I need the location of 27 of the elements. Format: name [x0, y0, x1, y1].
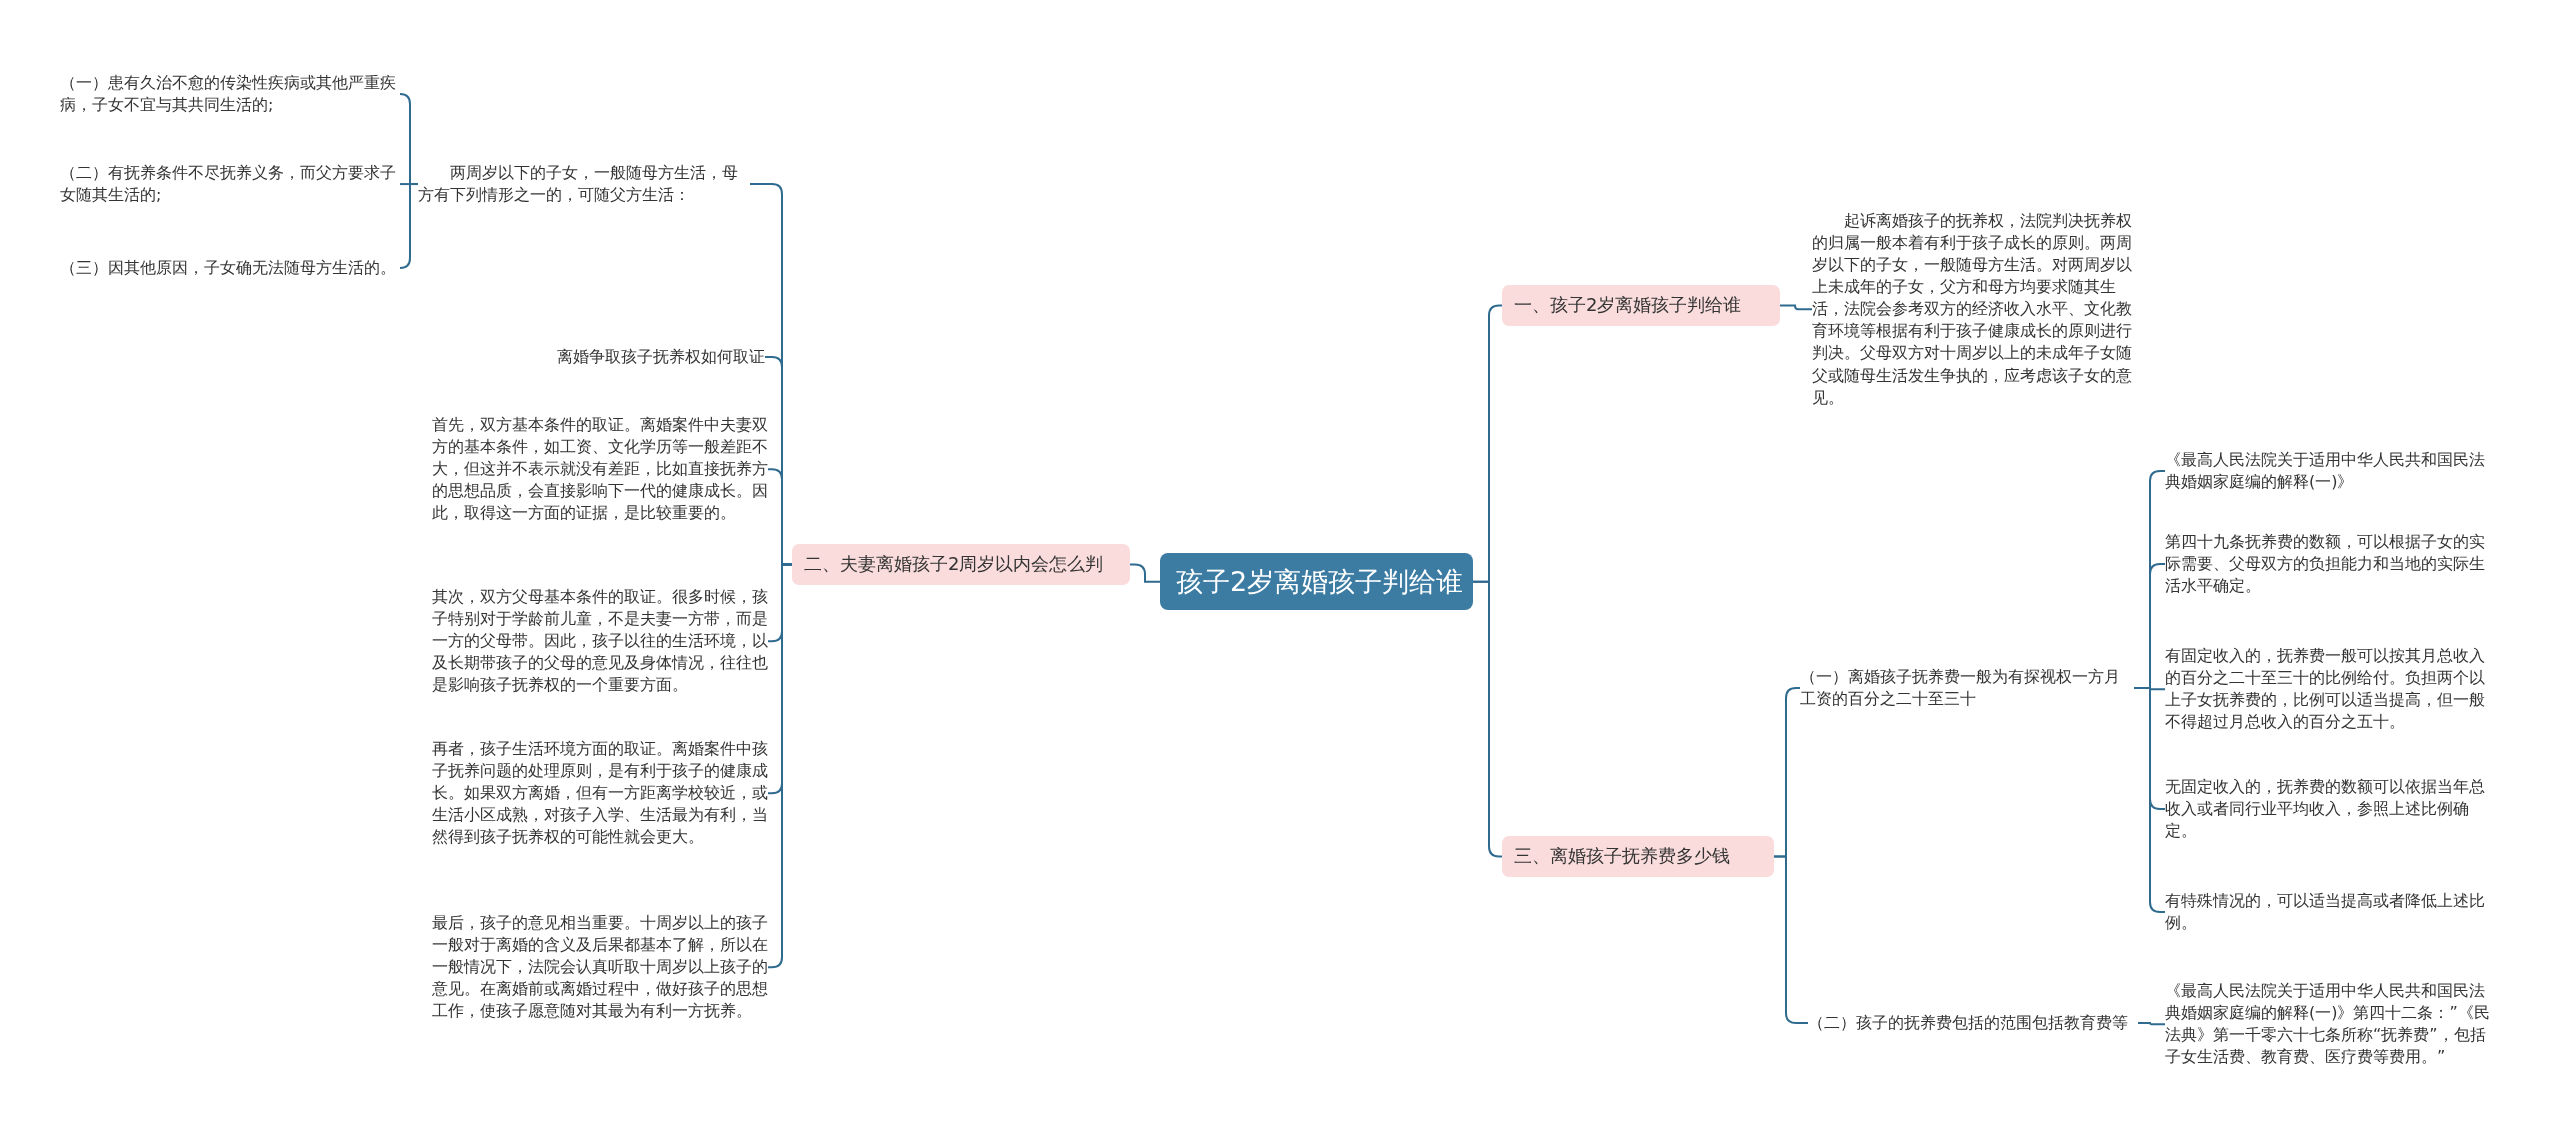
topic-text: 离婚争取孩子抚养权如何取证	[556, 346, 765, 368]
topic-text: 《最高人民法院关于适用中华人民共和国民法典婚姻家庭编的解释(一)》第四十二条：”《民法典》第一千零六十七条所称“抚养费”，包括子女生活费、教育费、医疗费等费用。”	[2165, 980, 2491, 1069]
topic-text: 无固定收入的，抚养费的数额可以依据当年总收入或者同行业平均收入，参照上述比例确定。	[2165, 776, 2486, 843]
topic-text: （三）因其他原因，子女确无法随母方生活的。	[60, 257, 397, 279]
topic-text: （一）离婚孩子抚养费一般为有探视权一方月工资的百分之二十至三十	[1800, 666, 2121, 711]
topic-text: 首先，双方基本条件的取证。离婚案件中夫妻双方的基本条件，如工资、文化学历等一般差距不大，但这并不表示就没有差距，比如直接抚养方的思想品质，会直接影响下一代的健康成长。因此，取得这一方面的证据，是比较重要的。	[432, 414, 768, 525]
topic-text: 最后，孩子的意见相当重要。十周岁以上的孩子一般对于离婚的含义及后果都基本了解，所以在一般情况下，法院会认真听取十周岁以上孩子的意见。在离婚前或离婚过程中，做好孩子的思想工作，使孩子愿意随对其最为有利一方抚养。	[432, 912, 768, 1023]
topic-text: 有固定收入的，抚养费一般可以按其月总收入的百分之二十至三十的比例给付。负担两个以上子女抚养费的，比例可以适当提高，但一般不得超过月总收入的百分之五十。	[2165, 645, 2486, 734]
topic-text: 有特殊情况的，可以适当提高或者降低上述比例。	[2165, 890, 2486, 935]
connector-line	[1779, 304, 1813, 311]
branch-topic-box: 一、孩子2岁离婚孩子判给谁	[1502, 285, 1780, 326]
branch-topic-box: 三、离婚孩子抚养费多少钱	[1502, 836, 1774, 877]
connector-line	[1472, 580, 1503, 858]
topic-text: 第四十九条抚养费的数额，可以根据子女的实际需要、父母双方的负担能力和当地的实际生活水平确定。	[2165, 531, 2486, 598]
central-topic-box: 孩子2岁离婚孩子判给谁	[1160, 553, 1473, 611]
connector-line	[2137, 1022, 2166, 1026]
topic-text: 两周岁以下的子女，一般随母方生活，母方有下列情形之一的，可随父方生活：	[418, 162, 739, 207]
topic-text: （一）患有久治不愈的传染性疾病或其他严重疾病，子女不宜与其共同生活的;	[60, 72, 397, 117]
topic-text: （二）有抚养条件不尽抚养义务，而父方要求子女随其生活的;	[60, 162, 397, 207]
topic-text: （二）孩子的抚养费包括的范围包括教育费等	[1808, 1012, 2129, 1034]
topic-text: 其次，双方父母基本条件的取证。很多时候，孩子特别对于学龄前儿童，不是夫妻一方带，而是一方的父母带。因此，孩子以往的生活环境，以及长期带孩子的父母的意见及身体情况，往往也是影响孩子抚养权的一个重要方面。	[432, 586, 768, 697]
branch-topic-box: 二、夫妻离婚孩子2周岁以内会怎么判	[792, 544, 1130, 585]
connector-line	[1129, 563, 1161, 583]
connector-line	[399, 183, 419, 270]
topic-text: 《最高人民法院关于适用中华人民共和国民法典婚姻家庭编的解释(一)》	[2165, 449, 2486, 494]
topic-text: 起诉离婚孩子的抚养权，法院判决抚养权的归属一般本着有利于孩子成长的原则。两周岁以下的子女，一般随母方生活。对两周岁以上未成年的子女，父方和母方均要求随其生活，法院会参考双方的经济收入水平、文化教育环境等根据有利于孩子健康成长的原则进行判决。父母双方对十周岁以上的未成年子女随父或随母生活发生争执的，应考虑该子女的意见。	[1812, 210, 2133, 409]
topic-text: 再者，孩子生活环境方面的取证。离婚案件中孩子抚养问题的处理原则，是有利于孩子的健康成长。如果双方离婚，但有一方距离学校较近，或生活小区成熟，对孩子入学、生活最为有利，当然得到孩子抚养权的可能性就会更大。	[432, 738, 768, 849]
